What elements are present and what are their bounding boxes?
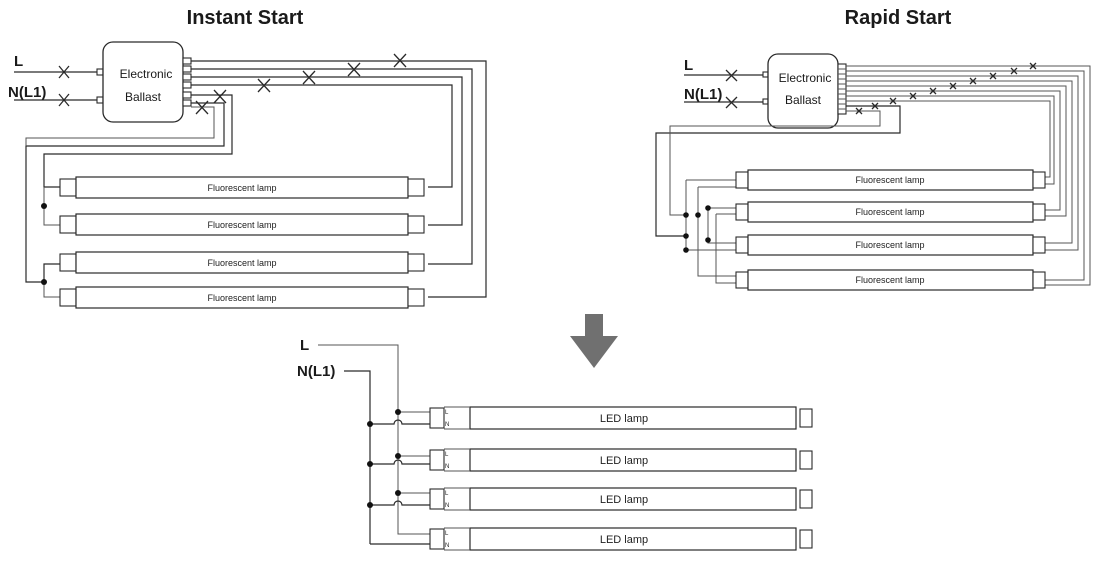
- rapid-lamp-label: Fluorescent lamp: [855, 240, 924, 250]
- led-neutral-label: N(L1): [297, 363, 335, 380]
- instant-terminal-n: [96, 96, 104, 104]
- instant-lamp-label: Fluorescent lamp: [207, 258, 276, 268]
- instant-line-label: L: [14, 53, 23, 70]
- instant-cut-marks: [58, 53, 407, 115]
- down-arrow-icon: [570, 314, 618, 368]
- instant-terminal-l: [96, 68, 104, 76]
- rapid-ballast-label-2: Ballast: [785, 93, 822, 107]
- pin-l-label: L: [445, 491, 449, 497]
- instant-lamp-label: Fluorescent lamp: [207, 293, 276, 303]
- instant-lamp-label: Fluorescent lamp: [207, 220, 276, 230]
- led-line-label: L: [300, 337, 309, 354]
- rapid-lamp-label: Fluorescent lamp: [855, 275, 924, 285]
- led-lamp-label: LED lamp: [600, 534, 648, 546]
- instant-lamp-2: Fluorescent lamp: [59, 213, 425, 236]
- instant-neutral-label: N(L1): [8, 84, 46, 101]
- led-neutral-wire: [344, 370, 371, 424]
- rapid-lamp-label: Fluorescent lamp: [855, 207, 924, 217]
- led-lamp-4: L N LED lamp: [429, 527, 813, 551]
- instant-ballast-label-1: Electronic: [120, 67, 173, 81]
- led-lamp-label: LED lamp: [600, 413, 648, 425]
- rapid-lamp-1: Fluorescent lamp: [735, 169, 1046, 191]
- instant-ballast: [102, 41, 184, 123]
- pin-l-label: L: [445, 410, 449, 416]
- pin-n-label: N: [445, 503, 449, 509]
- led-line-wire: [318, 344, 399, 412]
- pin-n-label: N: [445, 543, 449, 549]
- instant-lamp-1: Fluorescent lamp: [59, 176, 425, 199]
- rapid-output-terminals: [837, 63, 847, 115]
- rapid-ballast: [767, 53, 839, 129]
- led-retrofit-diagram: L N(L1): [297, 337, 813, 551]
- instant-start-diagram: Instant Start L N(L1) Electronic Ballast: [8, 7, 487, 309]
- instant-lamp-4: Fluorescent lamp: [59, 286, 425, 309]
- led-parallel-wiring: [367, 409, 430, 545]
- rapid-line-label: L: [684, 57, 693, 74]
- rapid-left-wires: [655, 105, 901, 284]
- led-lamp-3: L N LED lamp: [429, 487, 813, 511]
- rapid-lamp-4: Fluorescent lamp: [735, 269, 1046, 291]
- instant-lamp-label: Fluorescent lamp: [207, 183, 276, 193]
- instant-lamp-3: Fluorescent lamp: [59, 251, 425, 274]
- rapid-lamp-3: Fluorescent lamp: [735, 234, 1046, 256]
- pin-l-label: L: [445, 531, 449, 537]
- rapid-ballast-label-1: Electronic: [779, 71, 832, 85]
- rapid-start-diagram: Rapid Start L N(L1) Electronic Ballast: [655, 7, 1091, 291]
- instant-left-wires: [25, 94, 233, 298]
- led-lamp-label: LED lamp: [600, 494, 648, 506]
- instant-right-wires: [191, 60, 487, 298]
- rapid-lamp-label: Fluorescent lamp: [855, 175, 924, 185]
- instant-output-terminals: [182, 57, 192, 107]
- rapid-lamp-2: Fluorescent lamp: [735, 201, 1046, 223]
- pin-n-label: N: [445, 422, 449, 428]
- pin-l-label: L: [445, 452, 449, 458]
- pin-n-label: N: [445, 464, 449, 470]
- rapid-neutral-label: N(L1): [684, 86, 722, 103]
- instant-start-title: Instant Start: [187, 7, 304, 29]
- rapid-cut-marks: [725, 62, 1037, 115]
- led-lamp-2: L N LED lamp: [429, 448, 813, 472]
- led-lamp-1: L N LED lamp: [429, 406, 813, 430]
- rapid-start-title: Rapid Start: [845, 7, 952, 29]
- instant-ballast-label-2: Ballast: [125, 90, 162, 104]
- rapid-right-wires: [846, 65, 1091, 286]
- led-lamp-label: LED lamp: [600, 455, 648, 467]
